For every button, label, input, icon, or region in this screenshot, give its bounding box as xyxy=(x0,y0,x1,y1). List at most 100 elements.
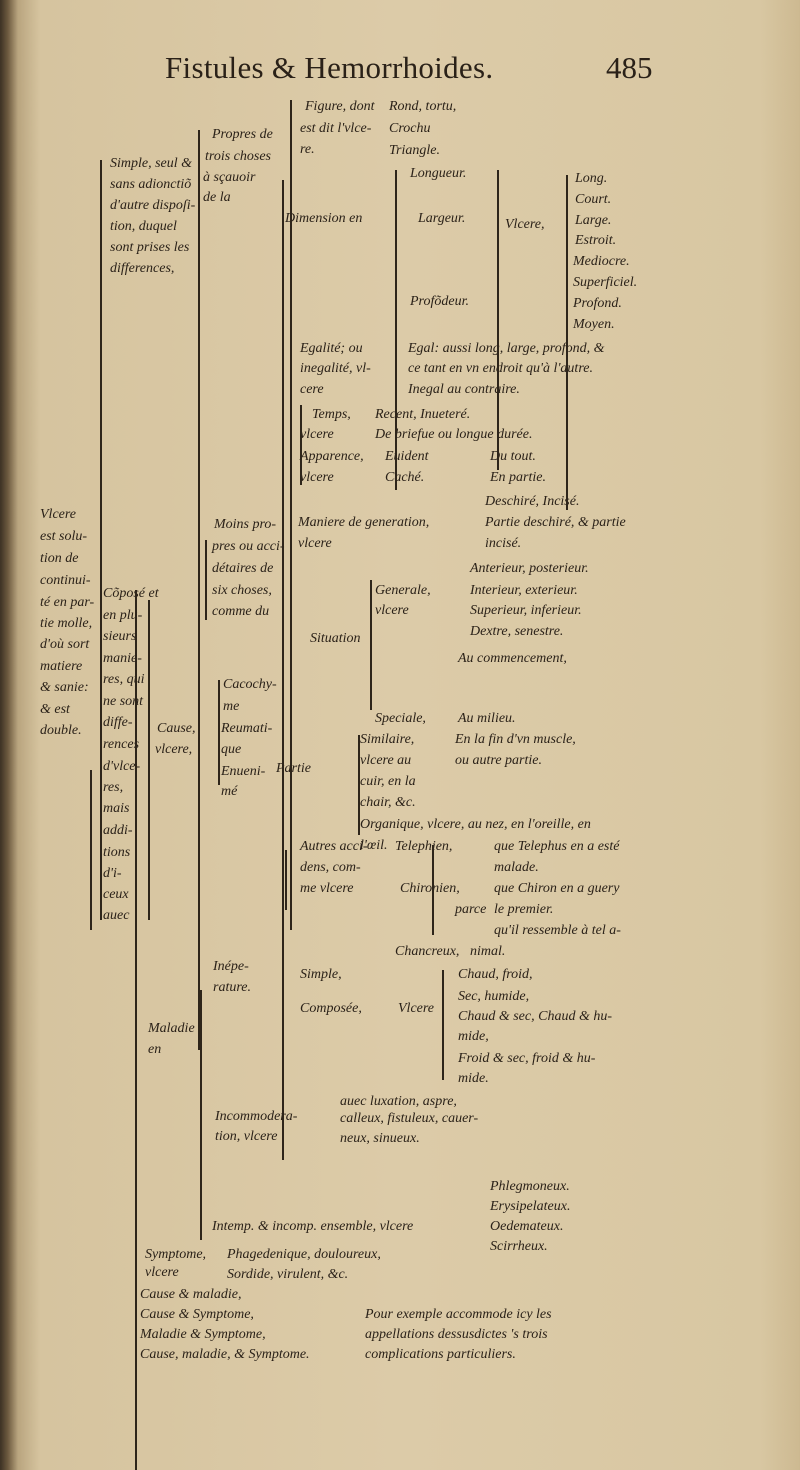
table-entry: auec xyxy=(103,908,130,923)
table-entry: res, xyxy=(103,780,124,795)
table-entry: Chancreux, xyxy=(395,944,460,959)
table-entry: Phagedenique, douloureux, xyxy=(227,1247,381,1262)
table-entry: est solu- xyxy=(40,529,88,544)
table-entry: auec luxation, aspre, xyxy=(340,1094,457,1109)
table-entry: ce tant en vn endroit qu'à l'autre. xyxy=(408,361,593,376)
table-entry: Estroit. xyxy=(575,233,617,248)
table-entry: Court. xyxy=(575,192,612,207)
table-entry: Situation xyxy=(310,631,361,646)
table-entry: vlcere, xyxy=(155,742,193,757)
table-entry: à sçauoir xyxy=(203,170,256,185)
table-entry: Apparence, xyxy=(300,449,364,464)
table-entry: vlcere au xyxy=(360,753,412,768)
table-entry: comme du xyxy=(212,604,270,619)
table-entry: que Chiron en a guery xyxy=(494,881,620,896)
table-entry: addi- xyxy=(103,823,133,838)
table-entry: calleux, fistuleux, cauer- xyxy=(340,1111,479,1126)
bracket-line xyxy=(442,970,444,1080)
table-entry: Vlcere xyxy=(398,1001,435,1016)
table-entry: Simple, seul & xyxy=(110,156,193,171)
table-entry: Phlegmoneux. xyxy=(490,1179,570,1194)
table-entry: Largeur. xyxy=(418,211,466,226)
bracket-line xyxy=(135,590,137,1470)
bracket-line xyxy=(432,845,434,935)
table-entry: Oedemateux. xyxy=(490,1219,564,1234)
table-entry: vlcere xyxy=(298,536,332,551)
table-entry: Chironien, xyxy=(400,881,460,896)
table-entry: inegalité, vl- xyxy=(300,361,371,376)
table-entry: Speciale, xyxy=(375,711,426,726)
table-entry: Intemp. & incomp. ensemble, vlcere xyxy=(212,1219,414,1234)
table-entry: neux, sinueux. xyxy=(340,1131,420,1146)
table-entry: détaires de xyxy=(212,561,274,576)
table-entry: sans adionctiõ xyxy=(110,177,192,192)
table-entry: Partie xyxy=(276,761,311,776)
table-entry: Maniere de generation, xyxy=(298,515,430,530)
table-entry: chair, &c. xyxy=(360,795,416,810)
table-entry: ceux xyxy=(103,887,129,902)
table-entry: incisé. xyxy=(485,536,522,551)
table-entry: pres ou acci- xyxy=(212,539,285,554)
table-entry: vlcere xyxy=(375,603,409,618)
table-entry: en plu- xyxy=(103,608,143,623)
table-entry: Sec, humide, xyxy=(458,989,530,1004)
bracket-line xyxy=(290,100,292,930)
table-entry: Egalité; ou xyxy=(300,341,363,356)
table-entry: Scirrheux. xyxy=(490,1239,548,1254)
table-entry: cuir, en la xyxy=(360,774,416,789)
table-entry: Inegal au contraire. xyxy=(408,382,520,397)
table-entry: Deschiré, Incisé. xyxy=(485,494,580,509)
bracket-line xyxy=(135,1245,137,1270)
table-entry: nimal. xyxy=(470,944,506,959)
table-entry: diffe- xyxy=(103,715,133,730)
table-entry: En la fin d'vn muscle, xyxy=(455,732,576,747)
table-entry: Cause, xyxy=(157,721,196,736)
table-entry: Cause & maladie, xyxy=(140,1287,242,1302)
table-entry: Triangle. xyxy=(389,143,440,158)
table-entry: Cacochy- xyxy=(223,677,277,692)
table-entry: Propres de xyxy=(212,127,273,142)
table-entry: Dimension en xyxy=(285,211,363,226)
table-entry: six choses, xyxy=(212,583,272,598)
table-entry: mide, xyxy=(458,1029,489,1044)
bracket-line xyxy=(198,130,200,1050)
bracket-line xyxy=(566,175,568,510)
table-entry: le premier. xyxy=(494,902,554,917)
table-entry: rences xyxy=(103,737,140,752)
table-entry: mé xyxy=(221,784,238,799)
table-entry: continui- xyxy=(40,573,91,588)
table-entry: mais xyxy=(103,801,130,816)
table-entry: Mediocre. xyxy=(573,254,630,269)
bracket-line xyxy=(300,405,302,485)
table-entry: Du tout. xyxy=(490,449,536,464)
table-entry: Incommodera- xyxy=(215,1109,298,1124)
table-entry: Pour exemple accommode icy les xyxy=(365,1307,552,1322)
table-entry: rature. xyxy=(213,980,251,995)
table-entry: De briefue ou longue durée. xyxy=(375,427,533,442)
table-entry: malade. xyxy=(494,860,539,875)
table-entry: Composée, xyxy=(300,1001,362,1016)
table-entry: double. xyxy=(40,723,82,738)
table-entry: sont prises les xyxy=(110,240,190,255)
table-entry: Reumati- xyxy=(221,721,273,736)
table-entry: Superficiel. xyxy=(573,275,638,290)
table-entry: Crochu xyxy=(389,121,431,136)
table-entry: Vlcere, xyxy=(505,217,545,232)
table-entry: Rond, tortu, xyxy=(389,99,457,114)
table-entry: Au commencement, xyxy=(458,651,567,666)
table-entry: Caché. xyxy=(385,470,425,485)
table-entry: tion, vlcere xyxy=(215,1129,278,1144)
table-entry: dens, com- xyxy=(300,860,361,875)
table-entry: Similaire, xyxy=(360,732,415,747)
table-entry: Large. xyxy=(575,213,612,228)
table-entry: res, qui xyxy=(103,672,145,687)
table-entry: est dit l'vlce- xyxy=(300,121,372,136)
table-entry: Profõdeur. xyxy=(410,294,469,309)
table-entry: que Telephus en a esté xyxy=(494,839,620,854)
table-entry: que xyxy=(221,742,242,757)
table-entry: Interieur, exterieur. xyxy=(470,583,578,598)
table-entry: Chaud & sec, Chaud & hu- xyxy=(458,1009,612,1024)
table-entry: parce xyxy=(455,902,487,917)
table-entry: tions xyxy=(103,845,131,860)
table-entry: d'i- xyxy=(103,866,122,881)
